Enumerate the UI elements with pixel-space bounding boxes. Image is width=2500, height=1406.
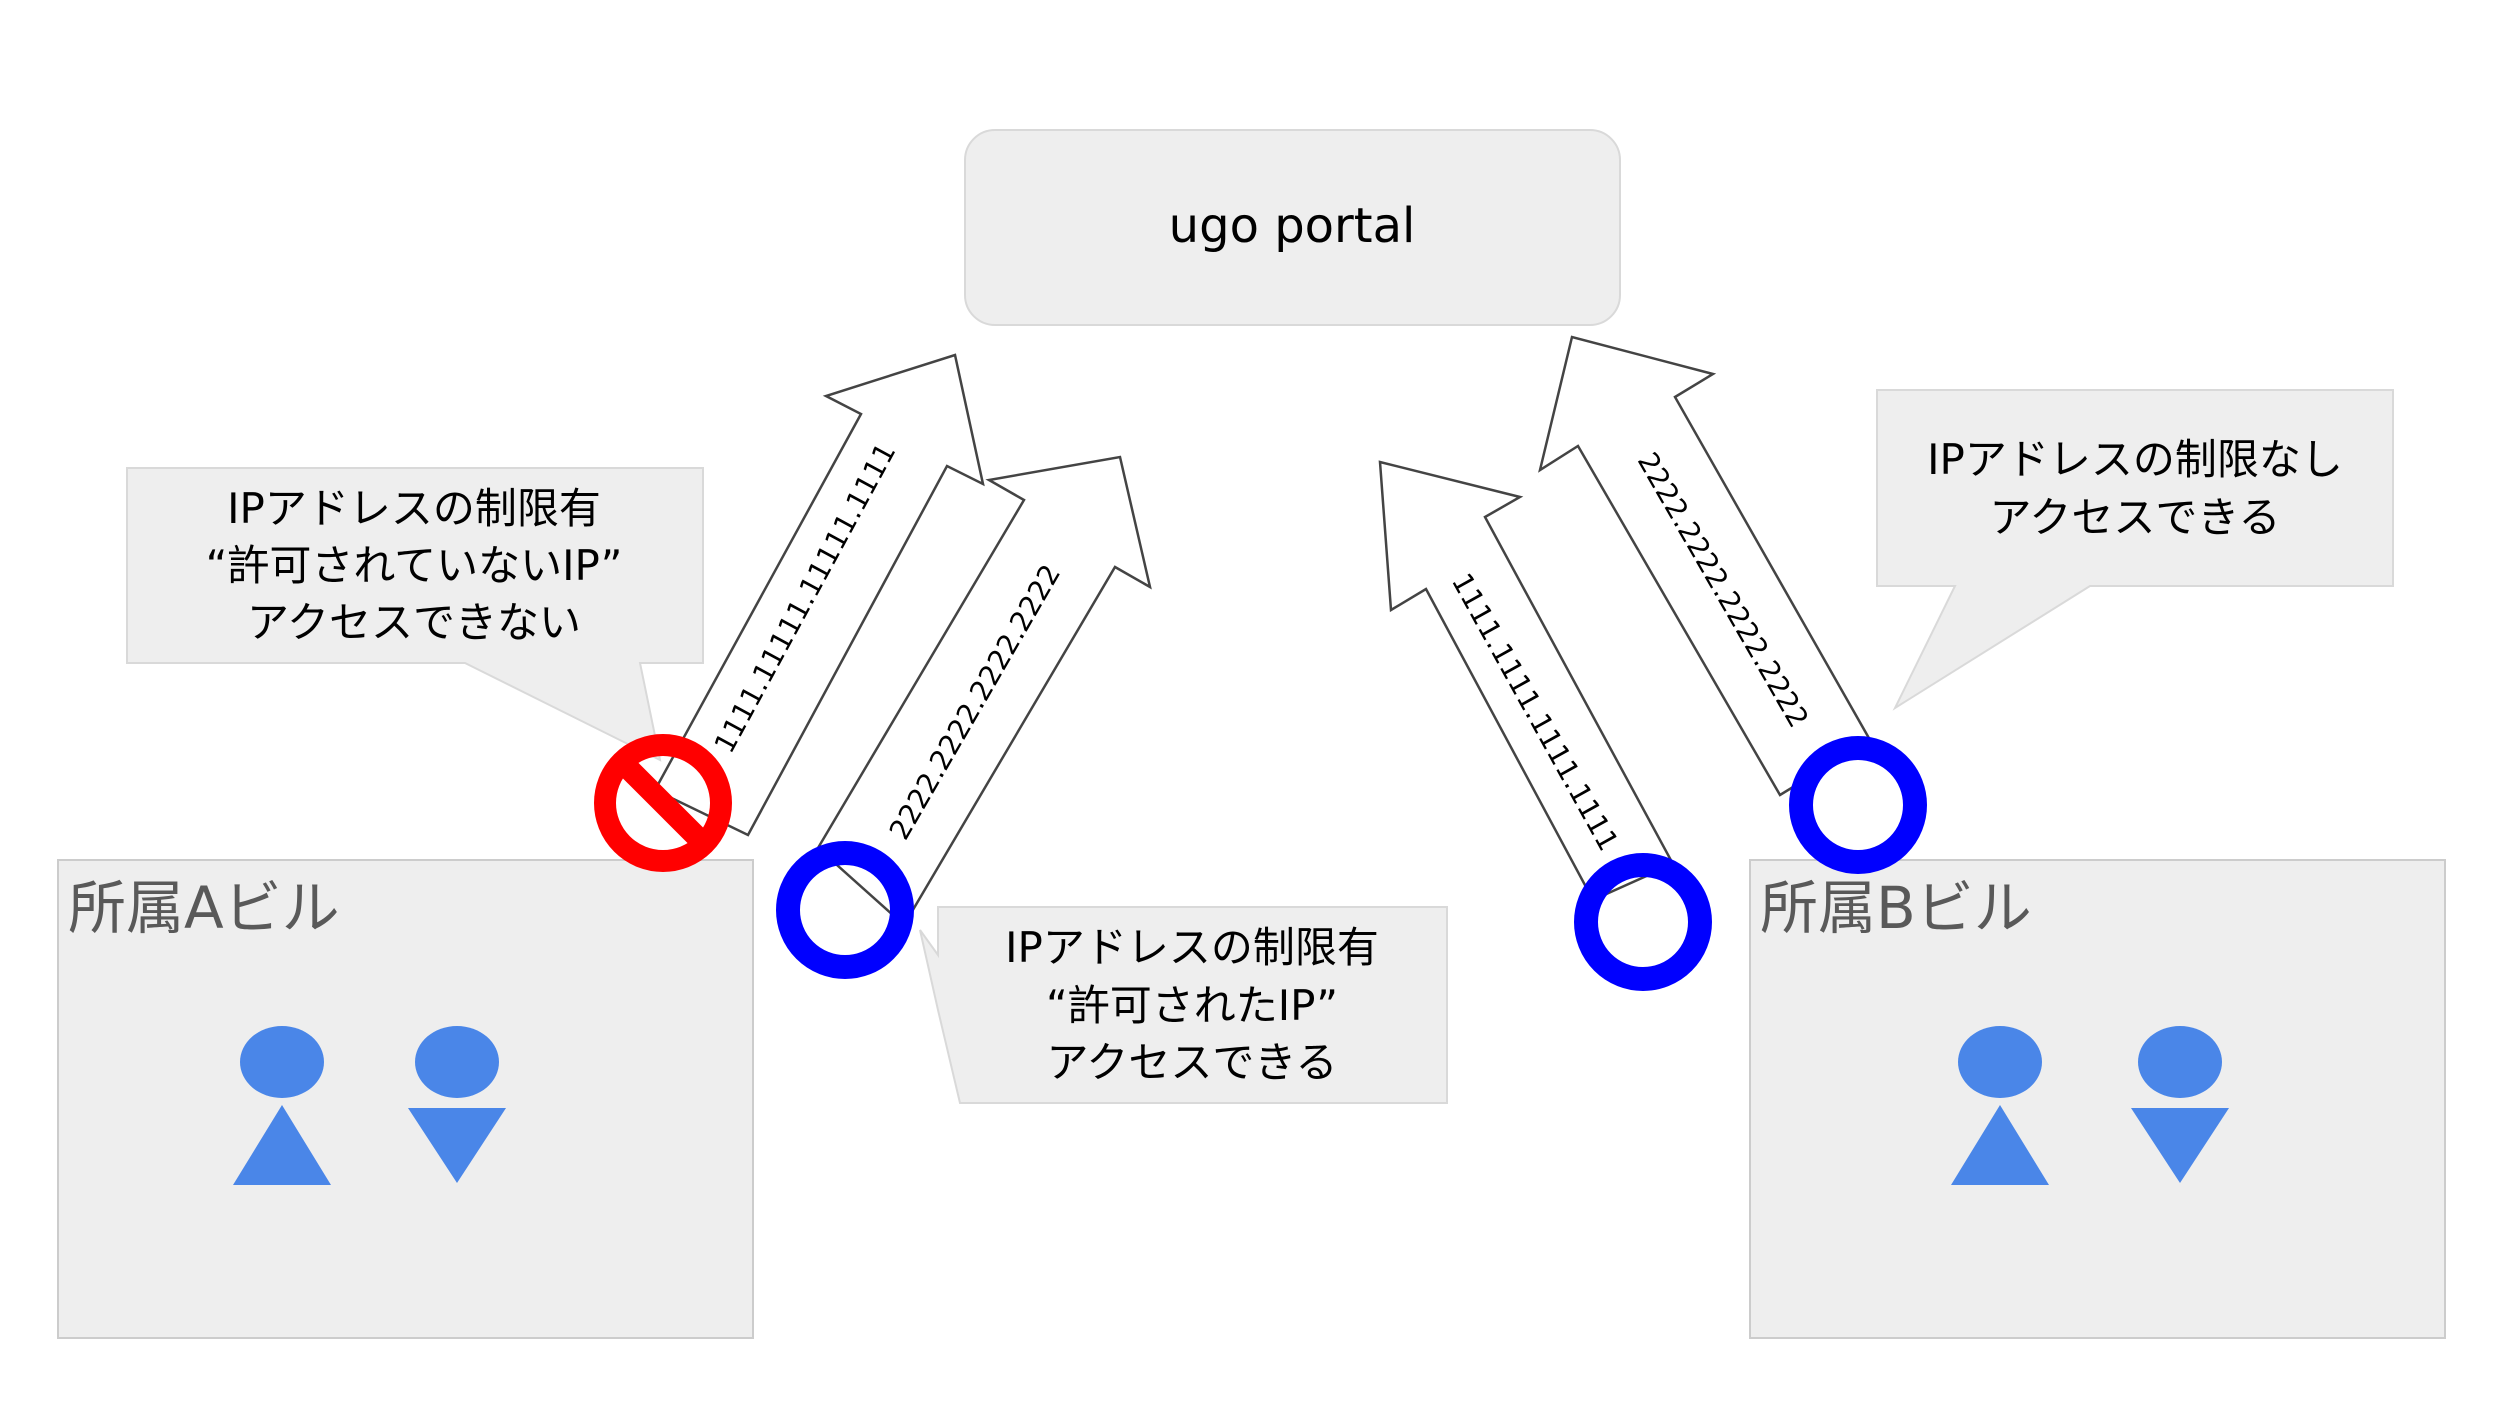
person-icon: [1951, 1026, 2049, 1185]
person-icon: [2131, 1026, 2229, 1183]
ring-icon: [776, 841, 914, 979]
callout-unrestricted: IPアドレスの制限なし アクセスできる: [1876, 389, 2394, 711]
callout-denied-line-1: IPアドレスの制限有: [227, 484, 601, 533]
callout-allowed-line-3: アクセスできる: [1046, 1038, 1337, 1087]
callout-restricted-denied: IPアドレスの制限有 “許可されていないIP” アクセスできない: [126, 467, 704, 762]
ring-icon: [1789, 736, 1927, 874]
building-b-label: 所属Bビル: [1760, 874, 2032, 942]
prohibited-icon: [594, 734, 732, 872]
person-icon: [408, 1026, 506, 1183]
callout-unrestricted-line-2: アクセスできる: [1989, 493, 2280, 542]
portal-node: ugo portal: [964, 129, 1621, 326]
ring-icon: [1574, 853, 1712, 991]
building-a: 所属Aビル: [57, 859, 754, 1339]
callout-allowed-line-2: “許可されたIP”: [1046, 981, 1338, 1030]
portal-label: ugo portal: [1169, 198, 1416, 254]
callout-denied-line-3: アクセスできない: [247, 598, 581, 647]
callout-unrestricted-line-1: IPアドレスの制限なし: [1927, 435, 2343, 484]
person-icon: [233, 1026, 331, 1185]
callout-restricted-allowed: IPアドレスの制限有 “許可されたIP” アクセスできる: [919, 906, 1448, 1104]
building-a-label: 所属Aビル: [68, 874, 340, 942]
callout-allowed-line-1: IPアドレスの制限有: [1005, 923, 1379, 972]
building-b: 所属Bビル: [1749, 859, 2446, 1339]
callout-denied-line-2: “許可されていないIP”: [206, 541, 623, 590]
